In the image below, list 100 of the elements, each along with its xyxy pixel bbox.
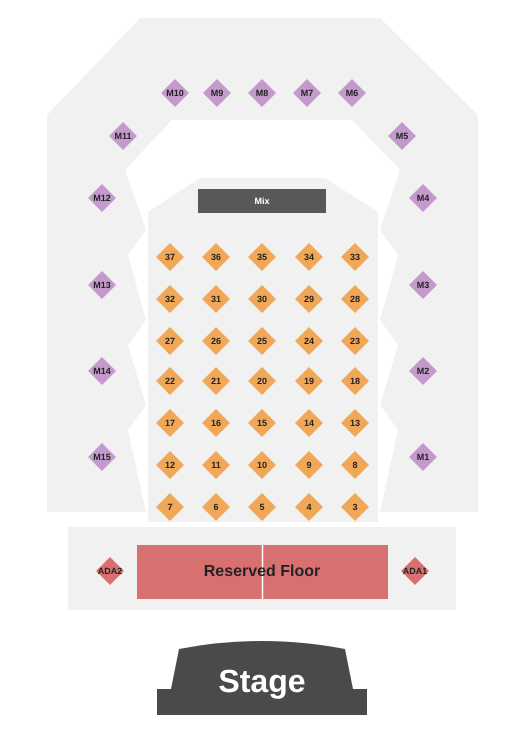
seat-label: M6	[346, 88, 358, 98]
mezzanine-seat-diamond	[87, 183, 117, 213]
seat-label: M5	[396, 131, 408, 141]
seat-label: 26	[210, 336, 221, 346]
mezzanine-seat-diamond	[87, 442, 117, 472]
seat-label: M11	[114, 131, 132, 141]
seat-label: M2	[416, 366, 430, 376]
seat-label: M9	[210, 88, 224, 98]
mezzanine-seat-diamond	[387, 121, 417, 151]
seat-diamond	[294, 284, 324, 314]
seat-label: 25	[256, 336, 267, 346]
mezzanine-seat-diamond	[408, 183, 438, 213]
seat-label: M12	[93, 193, 111, 203]
seat-diamond	[201, 408, 231, 438]
seat-diamond	[155, 366, 185, 396]
seat-label: 36	[210, 252, 221, 262]
seat-diamond	[155, 450, 185, 480]
seat-diamond	[155, 284, 185, 314]
seat-diamond	[247, 366, 277, 396]
seat-label: 37	[164, 252, 175, 262]
seat-diamond	[247, 326, 277, 356]
seat-label: 20	[256, 376, 267, 386]
section-label: Stage	[218, 662, 306, 700]
mezzanine-seat-diamond	[408, 270, 438, 300]
seat-label: M3	[416, 280, 430, 290]
seat-diamond	[294, 242, 324, 272]
seat-label: 13	[350, 418, 360, 428]
seat-label: 27	[164, 336, 175, 346]
seat-diamond	[201, 284, 231, 314]
seat-diamond	[155, 242, 185, 272]
seat-diamond	[340, 242, 370, 272]
mix-booth	[198, 189, 326, 213]
seat-label: M15	[93, 452, 111, 462]
seat-diamond	[201, 366, 231, 396]
seat-diamond	[340, 366, 370, 396]
mezzanine-seat-diamond	[108, 121, 138, 151]
seat-label: 3	[352, 502, 358, 512]
accessible-seat-diamond	[95, 556, 125, 586]
seat-label: 19	[304, 376, 314, 386]
seat-diamond	[155, 408, 185, 438]
seat-label: M4	[416, 193, 430, 203]
seat-label: M13	[93, 280, 111, 290]
seat-label: 6	[213, 502, 218, 512]
seat-diamond	[247, 492, 277, 522]
seat-diamond	[294, 492, 324, 522]
seat-diamond	[340, 326, 370, 356]
seat-diamond	[340, 450, 370, 480]
seat-label: 10	[256, 460, 267, 470]
seat-diamond	[247, 408, 277, 438]
seat-label: ADA1	[402, 566, 428, 576]
seat-label: 22	[164, 376, 175, 386]
seat-diamond	[201, 326, 231, 356]
seat-label: 4	[306, 502, 312, 512]
seat-label: 15	[256, 418, 267, 428]
seat-diamond	[340, 492, 370, 522]
mezzanine-seat-diamond	[292, 78, 322, 108]
mezzanine-seat-diamond	[160, 78, 190, 108]
seat-label: 11	[211, 460, 221, 470]
seat-diamond	[155, 492, 185, 522]
seat-label: 17	[164, 418, 175, 428]
seat-label: M1	[416, 452, 430, 462]
seat-label: 32	[164, 294, 175, 304]
seat-diamond	[247, 284, 277, 314]
seat-label: M14	[93, 366, 111, 376]
mezzanine-seat-diamond	[337, 78, 367, 108]
seat-label: 28	[350, 294, 360, 304]
seat-label: 35	[256, 252, 267, 262]
seat-label: 31	[210, 294, 221, 304]
seat-diamond	[201, 242, 231, 272]
seat-label: M10	[166, 88, 184, 98]
seat-label: 7	[167, 502, 172, 512]
seat-label: 24	[304, 336, 314, 346]
seat-label: 33	[350, 252, 360, 262]
seat-diamond	[201, 450, 231, 480]
seat-label: 9	[306, 460, 312, 470]
seat-label: 18	[350, 376, 360, 386]
seat-label: 16	[210, 418, 221, 428]
seat-label: ADA2	[98, 566, 122, 576]
mezzanine-seat-diamond	[408, 442, 438, 472]
seat-label: 30	[256, 294, 267, 304]
seat-diamond	[247, 450, 277, 480]
seat-diamond	[155, 326, 185, 356]
seat-diamond	[340, 408, 370, 438]
seat-diamond	[340, 284, 370, 314]
seat-label: 14	[304, 418, 314, 428]
seat-label: 5	[259, 502, 264, 512]
mezzanine-seat-diamond	[202, 78, 232, 108]
seat-label: 23	[350, 336, 360, 346]
mezzanine-seat-diamond	[247, 78, 277, 108]
seat-label: M8	[256, 88, 268, 98]
seat-diamond	[294, 366, 324, 396]
seat-label: 21	[210, 376, 221, 386]
seat-diamond	[247, 242, 277, 272]
mezzanine-seat-diamond	[408, 356, 438, 386]
seat-label: M7	[300, 88, 314, 98]
seat-label: Mix	[254, 196, 270, 206]
seat-label: 8	[352, 460, 358, 470]
seat-label: 34	[304, 252, 314, 262]
reserved-floor-section	[136, 545, 388, 599]
seat-label: 29	[304, 294, 314, 304]
